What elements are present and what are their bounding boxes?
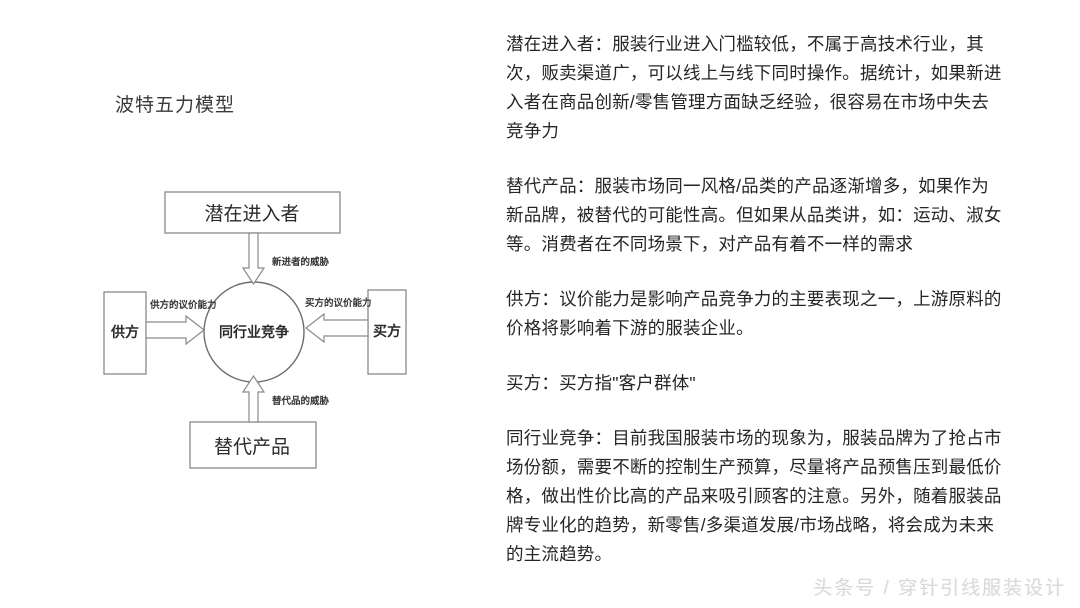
arrow-new-entrants-to-center (241, 232, 266, 286)
edge-label-threat-of-new-entrants: 新进者的威胁 (272, 256, 330, 268)
watermark: 头条号 / 穿针引线服装设计 (813, 578, 1066, 599)
edge-label-threat-of-substitutes: 替代品的威胁 (272, 395, 330, 407)
node-suppliers-label: 供方 (110, 324, 139, 340)
porter-diagram-canvas: 同行业竞争 潜在进入者 新进者的威胁 供方 供方的议价能力 买方 买方的议价能力… (103, 191, 407, 469)
paragraph-suppliers: 供方：议价能力是影响产品竞争力的主要表现之一，上游原料的价格将影响着下游的服装企… (506, 289, 1002, 338)
porter-five-forces-diagram: 波特五力模型 同行业竞争 潜在进入者 新进者的威胁 供方 供方的议价能力 买方 … (0, 0, 500, 608)
paragraph-substitutes: 替代产品：服装市场同一风格/品类的产品逐渐增多，如果作为新品牌，被替代的可能性高… (506, 176, 1002, 254)
node-buyers-label: 买方 (373, 323, 401, 339)
node-new-entrants-label: 潜在进入者 (204, 203, 299, 225)
node-substitutes-label: 替代产品 (214, 436, 290, 458)
arrow-buyers-to-center (305, 312, 369, 344)
analysis-text-panel: 潜在进入者：服装行业进入门槛较低，不属于高技术行业，其次，贩卖渠道广，可以线上与… (506, 30, 1006, 569)
paragraph-industry-rivalry: 同行业竞争：目前我国服装市场的现象为，服装品牌为了抢占市场份额，需要不断的控制生… (506, 428, 1002, 564)
node-industry-rivalry-label: 同行业竞争 (219, 324, 289, 340)
node-new-entrants-box (164, 191, 341, 234)
paragraph-new-entrants: 潜在进入者：服装行业进入门槛较低，不属于高技术行业，其次，贩卖渠道广，可以线上与… (506, 34, 1002, 141)
diagram-title: 波特五力模型 (115, 95, 236, 116)
edge-label-supplier-bargaining-power: 供方的议价能力 (149, 299, 217, 311)
edge-label-buyer-bargaining-power: 买方的议价能力 (305, 297, 372, 309)
paragraph-buyers: 买方：买方指"客户群体" (506, 373, 696, 393)
arrow-suppliers-to-center (145, 314, 205, 346)
arrow-substitutes-to-center (241, 374, 266, 423)
